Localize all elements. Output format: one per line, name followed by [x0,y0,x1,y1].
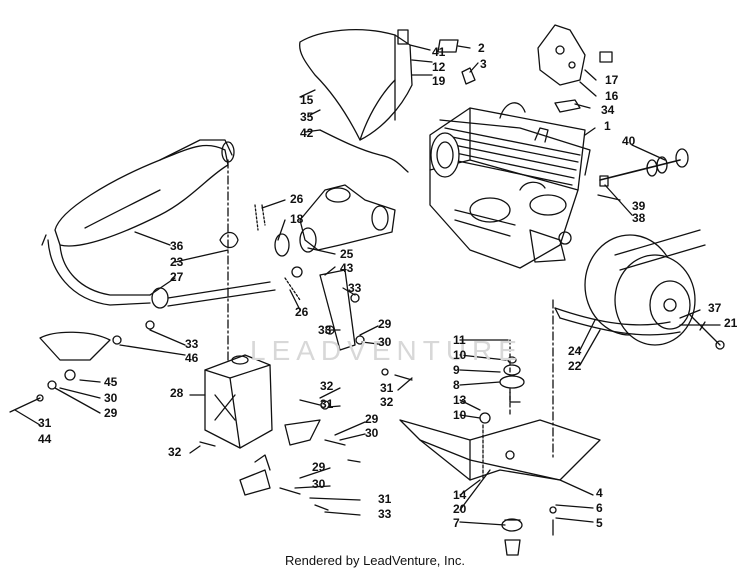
callout-33d: 33 [378,507,392,521]
callout-42: 42 [300,126,314,140]
callout-33b: 33 [318,323,332,337]
callout-45: 45 [104,375,118,389]
callout-5: 5 [596,516,603,530]
callout-30d: 30 [312,477,326,491]
callout-43: 43 [340,261,354,275]
callout-21: 21 [724,316,738,330]
callout-40: 40 [622,134,636,148]
callout-29b: 29 [104,406,118,420]
rendered-by-credit: Rendered by LeadVenture, Inc. [285,553,465,568]
callout-24: 24 [568,344,582,358]
cable-part [319,129,409,173]
callout-31d: 31 [378,492,392,506]
callout-12: 12 [432,60,446,74]
callout-22: 22 [568,359,582,373]
muffler-part [41,139,276,309]
callout-32b: 32 [320,379,334,393]
callout-18: 18 [290,212,304,226]
callout-labels: 2 3 17 16 34 1 40 39 38 41 12 19 15 35 4… [38,41,738,530]
manifold-part [261,184,396,278]
callout-39: 39 [632,199,646,213]
callout-29a: 29 [378,317,392,331]
plate-part [399,419,601,481]
callout-9: 9 [453,363,460,377]
watermark: LEADVENTURE [250,335,523,366]
callout-14: 14 [453,488,467,502]
cover-part [299,29,433,141]
callout-29c: 29 [365,412,379,426]
callout-2: 2 [478,41,485,55]
callout-46: 46 [185,351,199,365]
callout-25: 25 [340,247,354,261]
callout-10a: 10 [453,348,467,362]
callout-26a: 26 [290,192,304,206]
callout-1: 1 [604,119,611,133]
callout-28: 28 [170,386,184,400]
callout-36: 36 [170,239,184,253]
callout-17: 17 [605,73,619,87]
callout-32a: 32 [168,445,182,459]
callout-31b: 31 [320,397,334,411]
callout-8: 8 [453,378,460,392]
callout-29d: 29 [312,460,326,474]
engine-part [429,102,591,269]
callout-20: 20 [453,502,467,516]
callout-44: 44 [38,432,52,446]
callout-30c: 30 [365,426,379,440]
callout-38: 38 [632,211,646,225]
svg-text:LEADVENTURE: LEADVENTURE [250,335,523,366]
callout-30a: 30 [378,335,392,349]
bracket-part [537,24,613,86]
canister-part [204,354,273,449]
callout-23: 23 [170,255,184,269]
callout-15: 15 [300,93,314,107]
callout-6: 6 [596,501,603,515]
callout-3: 3 [480,57,487,71]
callout-19: 19 [432,74,446,88]
callout-4: 4 [596,486,603,500]
callout-10b: 10 [453,408,467,422]
callout-11: 11 [453,333,466,347]
callout-33c: 33 [185,337,199,351]
callout-26b: 26 [295,305,309,319]
callout-7: 7 [453,516,460,530]
callout-27: 27 [170,270,184,284]
callout-35: 35 [300,110,314,124]
callout-32c: 32 [380,395,394,409]
callout-33a: 33 [348,281,362,295]
callout-31c: 31 [380,381,394,395]
callout-34: 34 [601,103,615,117]
clutch-part [554,229,725,350]
callout-30b: 30 [104,391,118,405]
callout-16: 16 [605,89,619,103]
callout-37: 37 [708,301,722,315]
spring-part [254,204,259,231]
callout-31a: 31 [38,416,52,430]
callout-13: 13 [453,393,467,407]
callout-41: 41 [432,45,446,59]
